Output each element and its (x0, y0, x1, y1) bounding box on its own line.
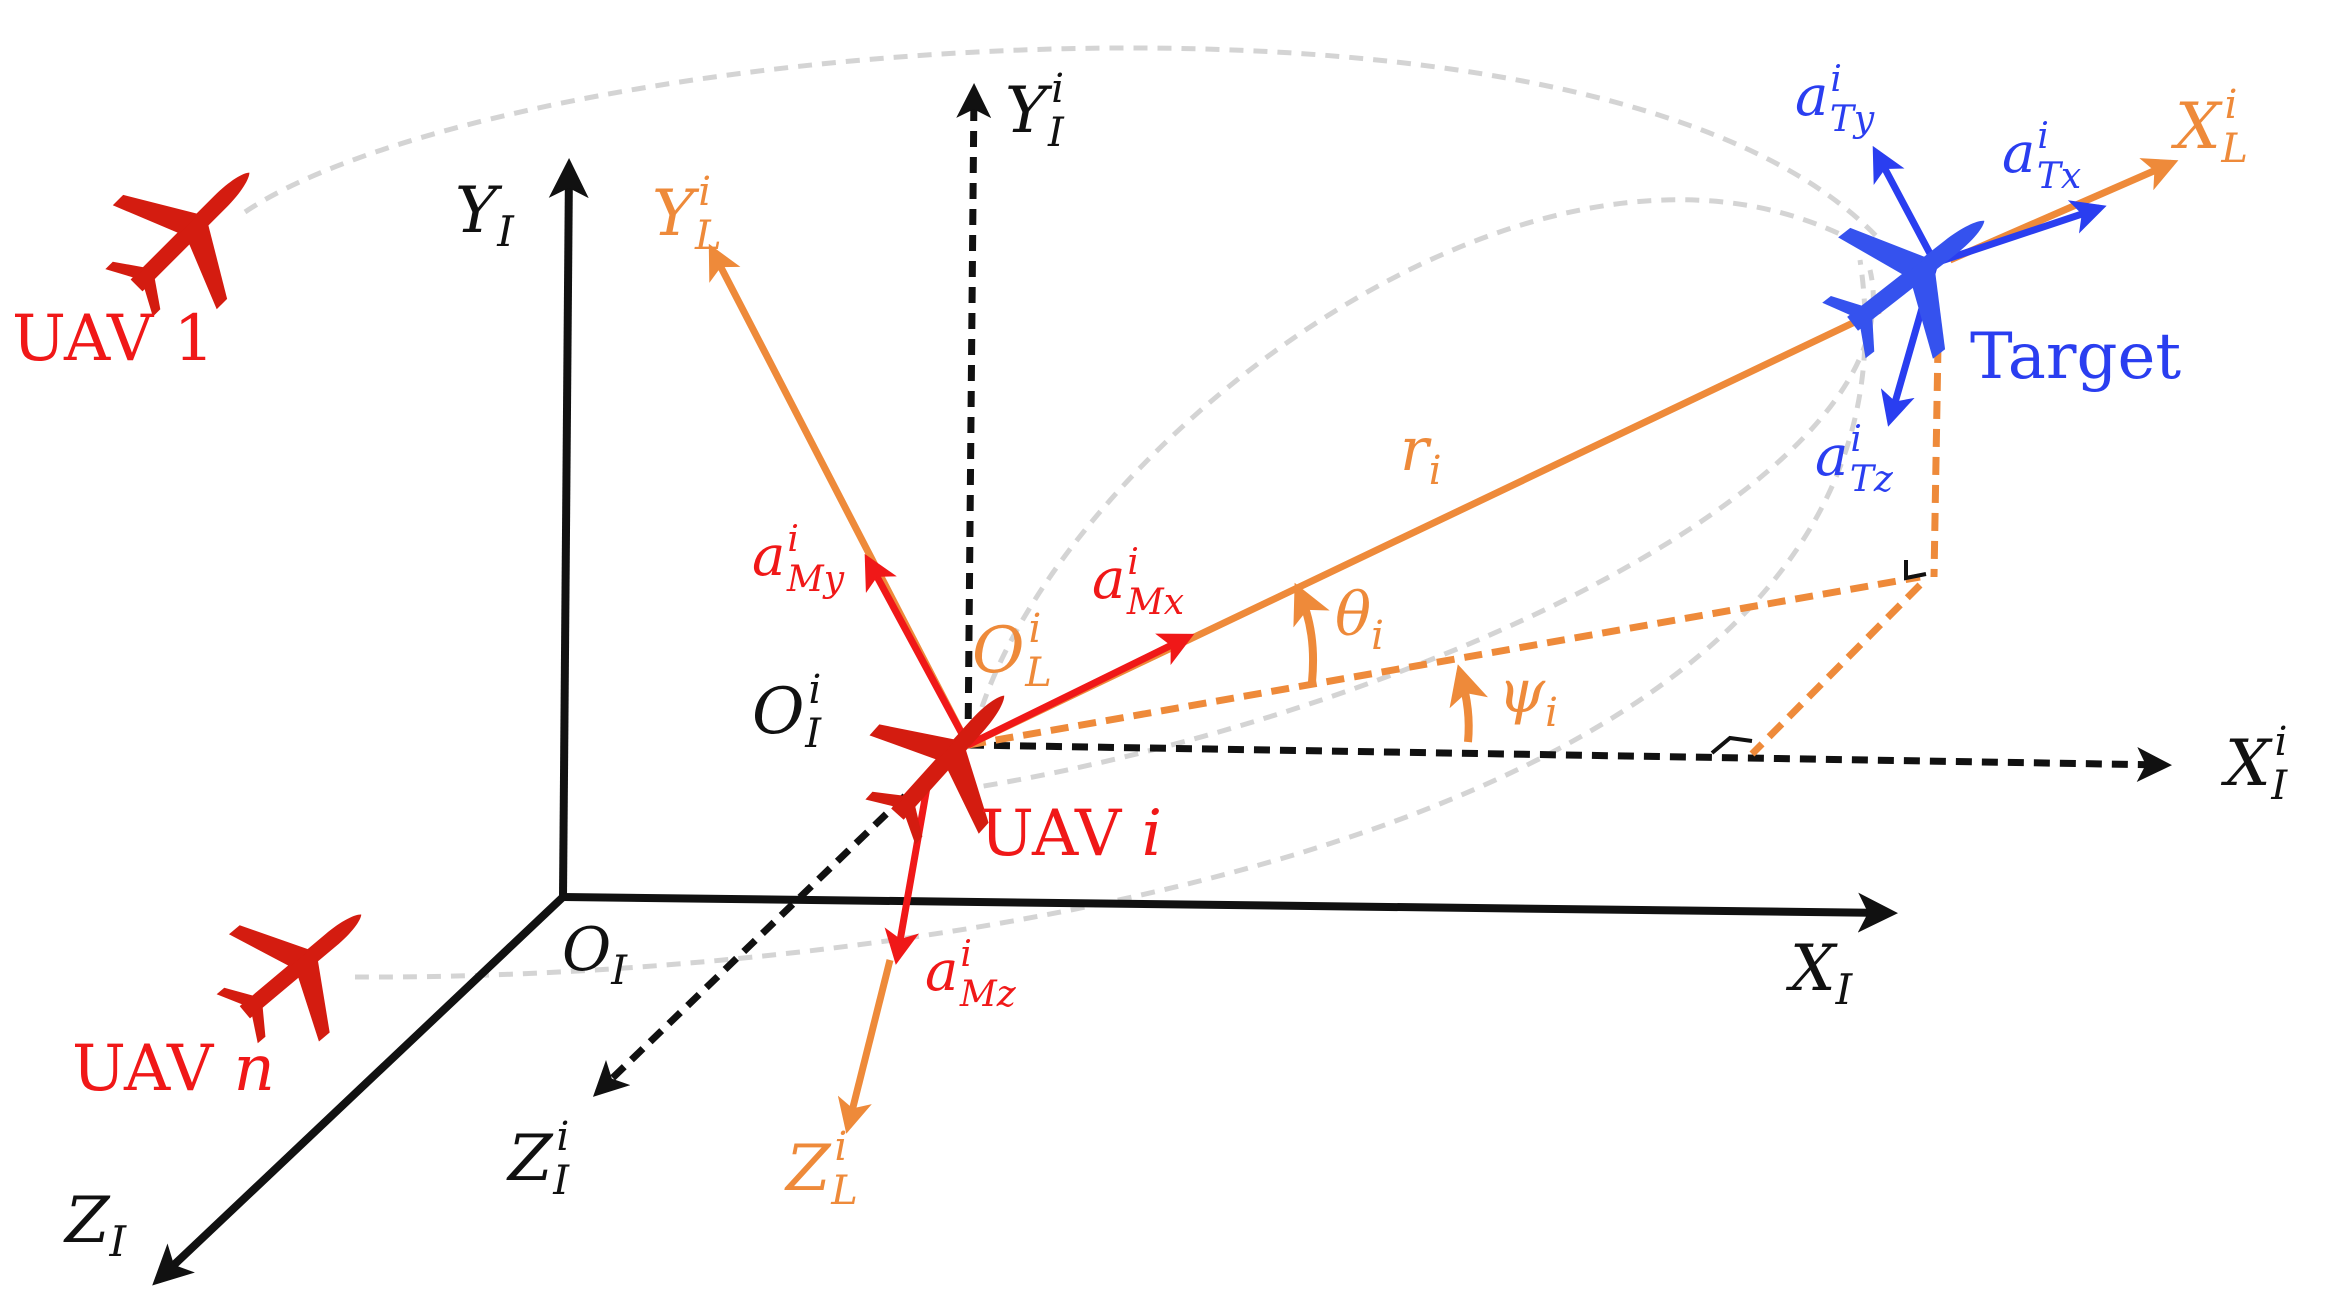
inertial-y-axis (548, 158, 589, 898)
inertial-x-axis (562, 892, 1898, 933)
label-inertial-x: XI (1785, 932, 1854, 1014)
theta-arc (1293, 582, 1330, 683)
horizontal-projection (967, 573, 1921, 749)
right-angle-lower (1710, 735, 1753, 755)
label-inertial-y: YI (455, 174, 515, 256)
label-target: Target (1970, 320, 2181, 394)
local-z-axis (592, 793, 908, 1097)
angle-arcs (1293, 582, 1489, 743)
trajectory-uav1-target (243, 45, 1882, 242)
label-psi: ψi (1498, 657, 1558, 736)
label-uav-1: UAV 1 (12, 302, 214, 376)
psi-arc (1449, 664, 1489, 743)
right-angle-marks (1710, 560, 1927, 755)
uav-accel-x-arrow (966, 633, 1195, 749)
local-y-axis (956, 83, 992, 746)
target-accel-x-arrow (1933, 200, 2107, 267)
label-uav-i: UAV i (980, 797, 1162, 871)
label-inertial-origin: OI (562, 915, 628, 994)
uav-accel-z-arrow (884, 769, 934, 965)
inertial-z-axis (152, 894, 566, 1286)
uav-accel-vectors (864, 553, 1195, 965)
label-theta: θi (1335, 580, 1384, 659)
vertical-drop (1930, 344, 1942, 578)
target-accel-y-arrow (1872, 145, 1939, 265)
label-uav-n: UAV n (72, 1032, 275, 1106)
trajectory-uavn-target (354, 259, 1868, 980)
projection-lines (967, 344, 1942, 757)
trajectory-uavi-upper (972, 197, 1872, 731)
projection-to-xaxis (1749, 582, 1923, 757)
label-range: ri (1400, 415, 1441, 494)
local-inertial-frame (592, 83, 2172, 1097)
right-angle-upper (1904, 560, 1927, 581)
label-inertial-z: ZI (63, 1184, 127, 1266)
los-z-axis (837, 959, 894, 1134)
inertial-frame (152, 158, 1898, 1286)
uav-accel-y-arrow (864, 553, 972, 747)
local-x-axis (967, 741, 2172, 783)
